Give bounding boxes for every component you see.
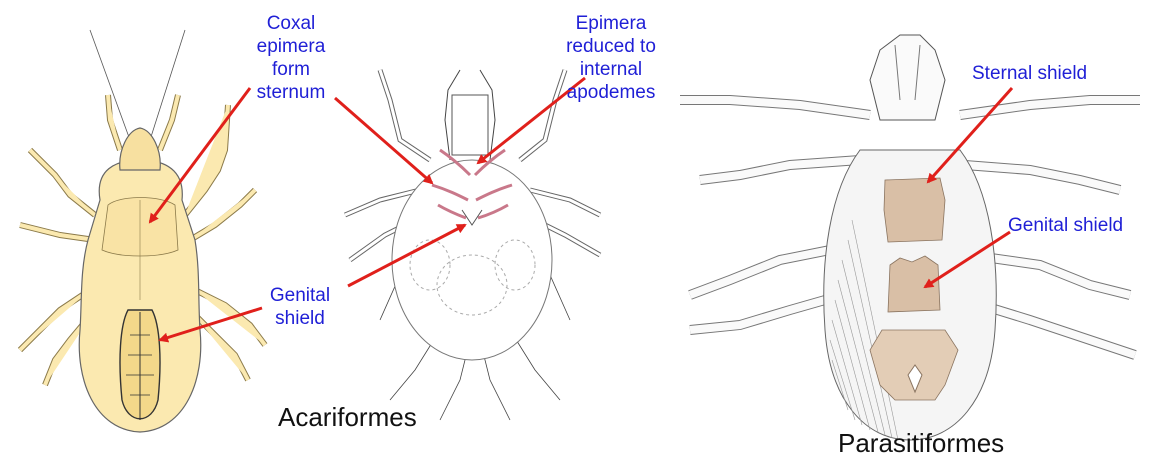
caption-acariformes: Acariformes xyxy=(278,402,417,432)
acariform-mite-yellow xyxy=(20,30,265,432)
label-sternal-shield: Sternal shield xyxy=(972,62,1112,85)
caption-parasitiformes: Parasitiformes xyxy=(838,428,1004,458)
parasitiform-sternal-shield xyxy=(884,178,945,242)
label-genital-shield-acariformes: Genital shield xyxy=(258,284,342,330)
parasitiform-mite xyxy=(680,35,1140,440)
arrow-coxal-to-yellow-sternum xyxy=(150,88,250,222)
arrow-coxal-to-white-epimera xyxy=(335,98,432,183)
label-genital-shield-parasitiformes: Genital shield xyxy=(1008,214,1158,237)
label-epimera-reduced: Epimera reduced to internal apodemes xyxy=(555,12,667,104)
label-coxal-epimera: Coxal epimera form sternum xyxy=(246,12,336,104)
acariform-mite-white xyxy=(345,70,600,420)
acariform-white-body xyxy=(392,160,552,360)
